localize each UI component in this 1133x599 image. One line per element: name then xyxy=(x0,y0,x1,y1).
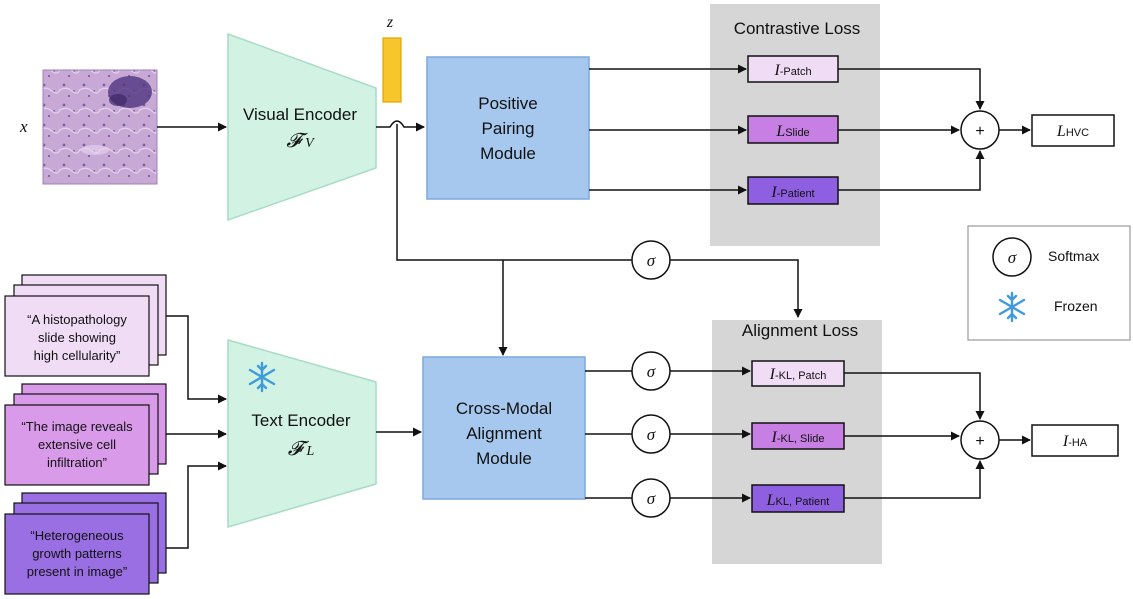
kl-patch-loss-box xyxy=(751,360,845,387)
contrastive-loss-title: Contrastive Loss xyxy=(734,19,861,38)
visual-encoder-block xyxy=(227,32,377,222)
prompt-stack-2: “The image reveals extensive cell infilt… xyxy=(4,383,167,486)
slide-loss-label: LSlide xyxy=(775,123,809,140)
patient-loss-box xyxy=(747,176,839,205)
ha-total-box xyxy=(1031,424,1119,457)
prompt-1-line-2: slide showing xyxy=(38,330,116,345)
prompt-3-line-1: “Heterogeneous xyxy=(30,528,124,543)
legend-softmax-sigma: σ xyxy=(1008,248,1017,267)
hvc-total-label: LHVC xyxy=(1056,123,1089,140)
slide-loss-box xyxy=(747,115,839,144)
prompt-2-line-2: extensive cell xyxy=(38,437,116,452)
text-encoder-block xyxy=(227,339,377,528)
pairing-module-line-1: Positive xyxy=(478,94,538,113)
ha-sum-symbol: + xyxy=(975,433,984,450)
kl-slide-loss-label: I-KL, Slide xyxy=(770,429,824,446)
ha-total-label: I-HA xyxy=(1062,433,1088,450)
text-encoder-snowflake-icon xyxy=(248,361,276,393)
prompt-2-line-1: “The image reveals xyxy=(21,419,133,434)
prompt-3-line-3: present in image” xyxy=(27,564,127,579)
patient-loss-label: I-Patient xyxy=(770,184,814,201)
pairing-module-line-3: Module xyxy=(480,144,536,163)
alignment-module-line-2: Alignment xyxy=(466,424,542,443)
hvc-total-box xyxy=(1031,114,1115,147)
legend-frozen-label: Frozen xyxy=(1054,298,1098,314)
visual-encoder-label: Visual Encoder xyxy=(243,105,357,124)
alignment-loss-title: Alignment Loss xyxy=(742,321,858,340)
input-variable: x xyxy=(19,117,28,136)
text-encoder-label: Text Encoder xyxy=(251,411,351,430)
sigma-slide-symbol: σ xyxy=(647,425,656,444)
embedding-variable: z xyxy=(386,14,394,31)
embedding-vector xyxy=(382,37,402,103)
pairing-module-line-2: Pairing xyxy=(482,119,535,138)
prompt-stack-1: “A histopathology slide showing high cel… xyxy=(4,274,167,377)
alignment-module-line-3: Module xyxy=(476,449,532,468)
hvc-sum-symbol: + xyxy=(975,123,984,140)
alignment-module-line-1: Cross-Modal xyxy=(456,399,552,418)
prompt-1-line-3: high cellularity” xyxy=(34,348,121,363)
sigma-patient-symbol: σ xyxy=(647,489,656,508)
connection-arrows xyxy=(157,64,1031,549)
prompt-stack-3: “Heterogeneous growth patterns present i… xyxy=(4,492,167,595)
legend-softmax-label: Softmax xyxy=(1048,248,1099,264)
cross-modal-alignment-module xyxy=(422,356,586,500)
sigma-top-symbol: σ xyxy=(647,251,656,270)
sigma-patch-symbol: σ xyxy=(647,362,656,381)
prompt-3-line-2: growth patterns xyxy=(32,546,122,561)
prompt-2-line-3: infiltration” xyxy=(47,455,107,470)
positive-pairing-module xyxy=(426,56,590,200)
kl-patient-loss-label: LKL, Patient xyxy=(766,492,830,509)
patch-loss-label: I-Patch xyxy=(773,62,811,79)
kl-patch-loss-label: I-KL, Patch xyxy=(769,366,827,383)
histopathology-image xyxy=(42,69,158,185)
prompt-1-line-1: “A histopathology xyxy=(27,312,127,327)
legend-softmax-icon xyxy=(992,237,1032,277)
legend-box xyxy=(967,225,1131,341)
legend-snowflake-icon xyxy=(998,291,1026,323)
kl-patient-loss-box xyxy=(751,484,845,513)
